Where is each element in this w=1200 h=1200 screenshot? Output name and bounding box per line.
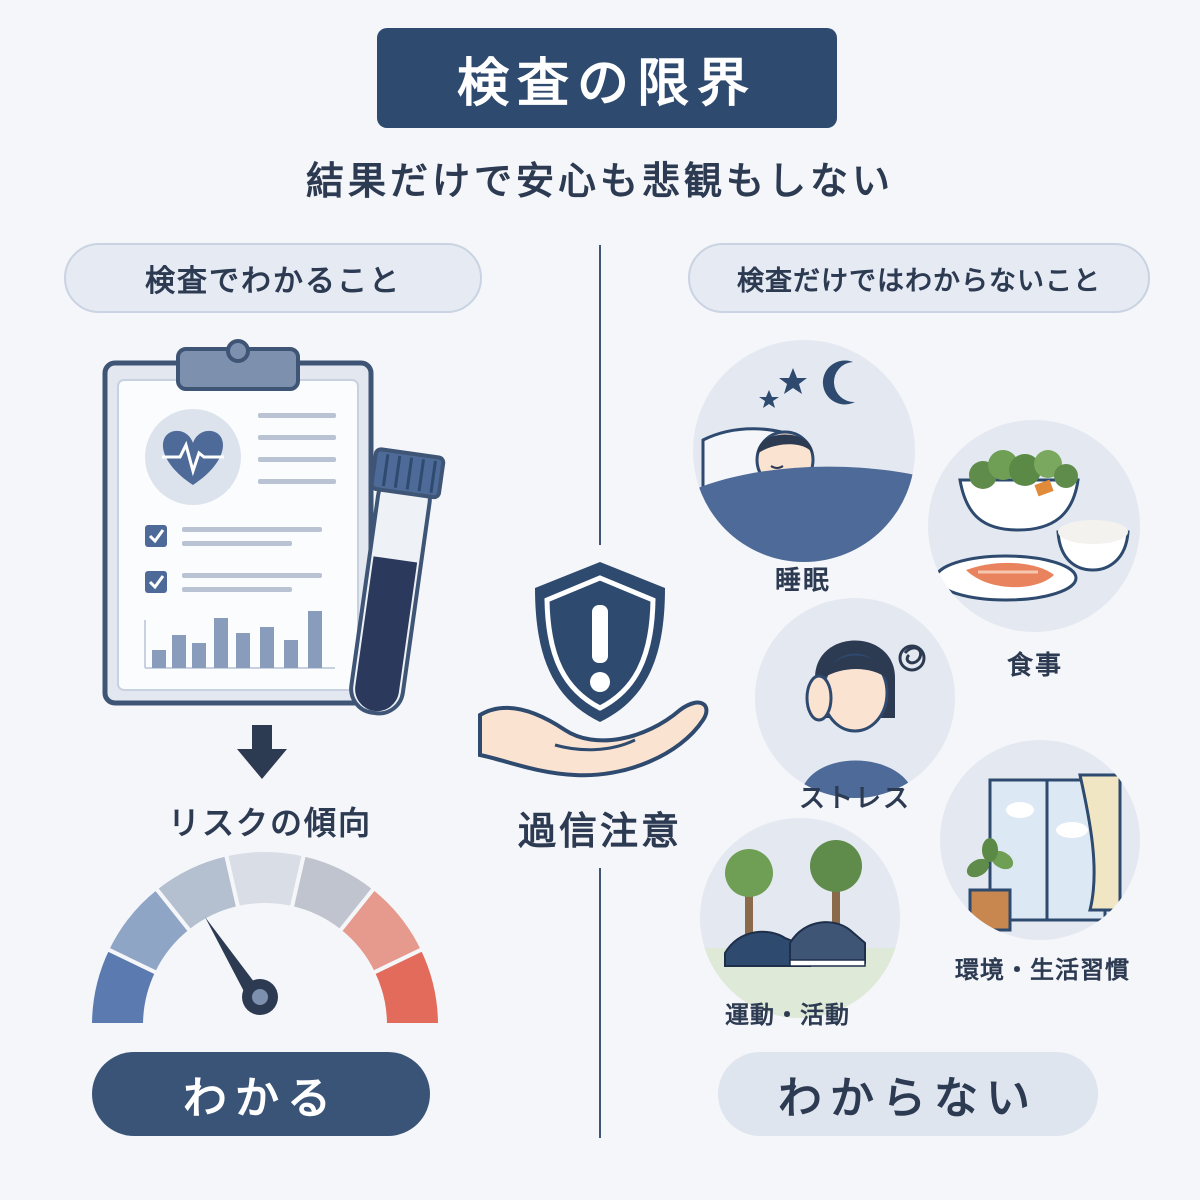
gauge-segment (370, 946, 443, 1027)
divider-top (599, 245, 601, 545)
stress-illustration (755, 598, 955, 798)
right-heading: 検査だけではわからないこと (688, 243, 1150, 313)
page-title: 検査の限界 (377, 28, 837, 128)
item-exercise: 運動・活動 (725, 1001, 850, 1029)
left-heading: 検査でわかること (64, 243, 482, 313)
item-sleep: 睡眠 (774, 566, 831, 596)
caution-label: 過信注意 (517, 809, 682, 853)
exercise-illustration (700, 818, 900, 1018)
environment-illustration (940, 740, 1140, 940)
risk-trend-label: リスクの傾向 (167, 804, 372, 842)
item-food: 食事 (1006, 651, 1063, 681)
arrow-down-icon (237, 725, 287, 779)
knowable-badge: わかる (92, 1052, 430, 1136)
sleep-illustration (693, 340, 915, 562)
item-environment: 環境・生活習慣 (955, 956, 1130, 984)
caution-shield-icon (478, 562, 709, 778)
item-stress: ストレス (798, 784, 911, 814)
divider-bottom (599, 868, 601, 1138)
food-illustration (928, 420, 1140, 632)
risk-gauge (87, 848, 443, 1027)
page-subtitle: 結果だけで安心も悲観もしない (305, 159, 894, 203)
clipboard-icon (102, 339, 446, 716)
unknowable-badge: わからない (718, 1052, 1098, 1136)
